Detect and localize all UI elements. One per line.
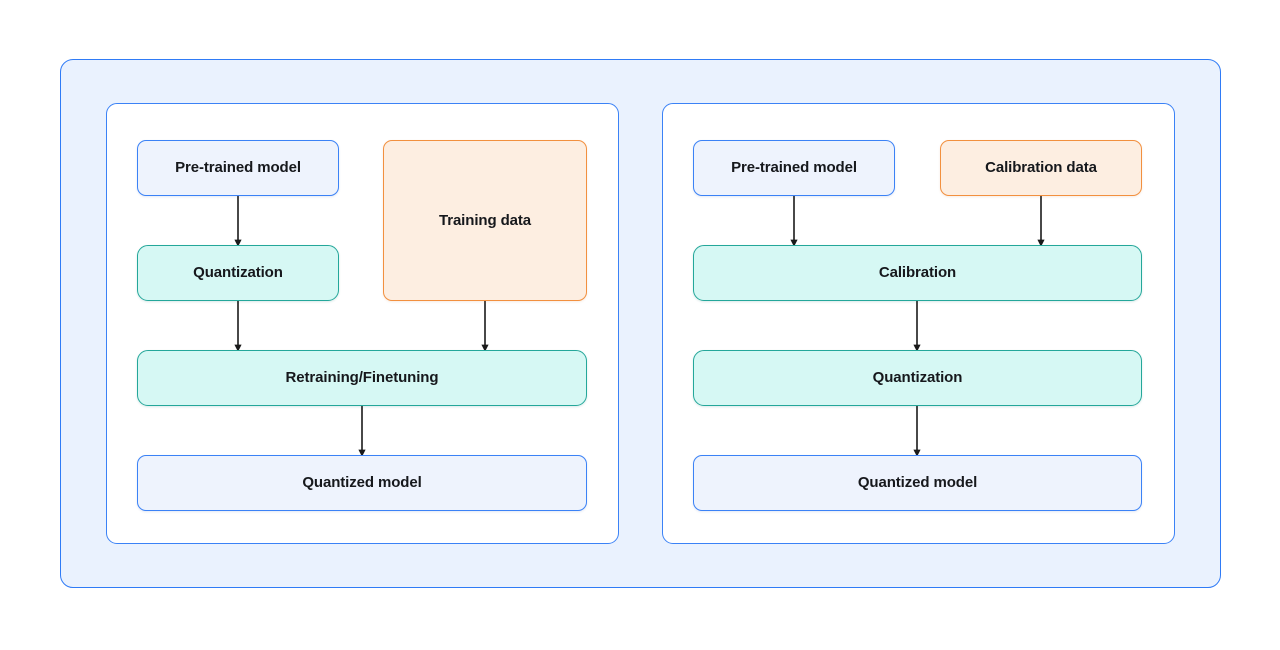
node-l-retraining[interactable]: Retraining/Finetuning xyxy=(137,350,587,406)
node-label: Calibration data xyxy=(985,159,1097,176)
node-label: Retraining/Finetuning xyxy=(285,369,439,386)
node-l-quantized[interactable]: Quantized model xyxy=(137,455,587,511)
node-label: Quantized model xyxy=(857,474,978,491)
node-label: Calibration xyxy=(878,264,957,281)
node-label: Training data xyxy=(438,211,532,229)
node-r-quantized[interactable]: Quantized model xyxy=(693,455,1142,511)
node-r-pretrained[interactable]: Pre-trained model xyxy=(693,140,895,196)
node-l-quantization[interactable]: Quantization xyxy=(137,245,339,301)
node-r-quantization[interactable]: Quantization xyxy=(693,350,1142,406)
node-r-calibration[interactable]: Calibration xyxy=(693,245,1142,301)
node-label: Quantization xyxy=(193,264,283,281)
node-r-calibdata[interactable]: Calibration data xyxy=(940,140,1142,196)
node-label: Quantized model xyxy=(302,474,422,491)
node-l-pretrained[interactable]: Pre-trained model xyxy=(137,140,339,196)
node-label: Pre-trained model xyxy=(731,159,857,176)
node-l-training[interactable]: Training data xyxy=(383,140,587,301)
node-label: Pre-trained model xyxy=(175,159,301,176)
node-label: Quantization xyxy=(872,369,963,386)
